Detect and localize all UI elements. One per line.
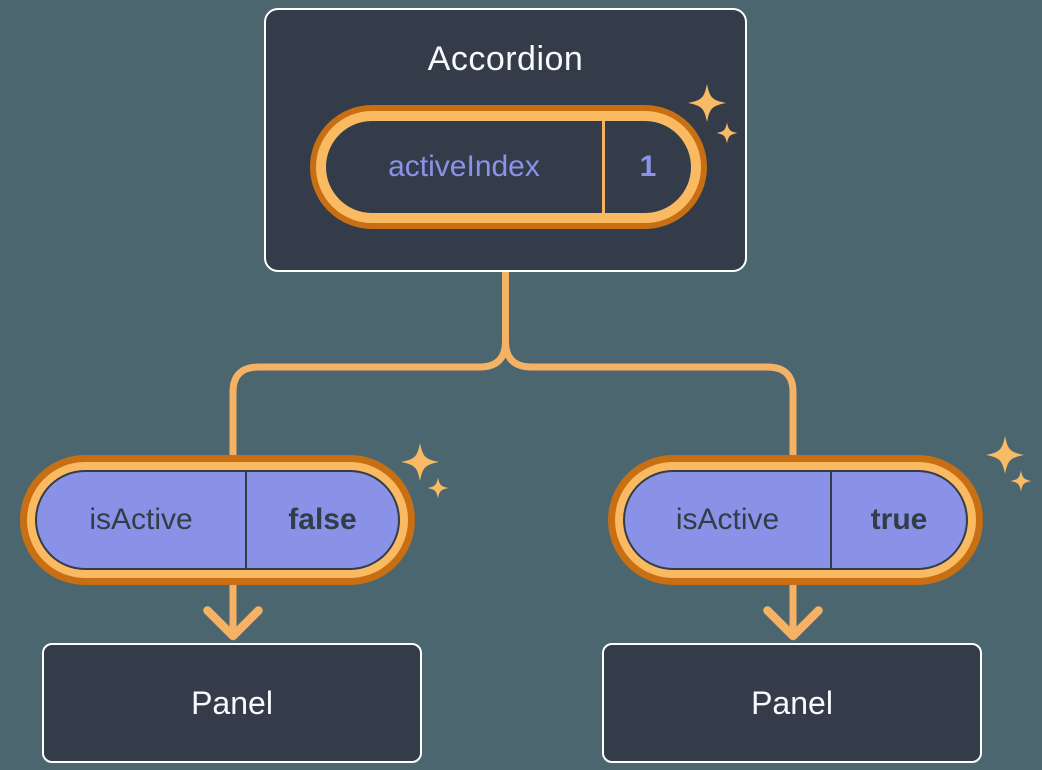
prop-pill-right: isActive true	[608, 455, 983, 585]
panel-left-label: Panel	[191, 684, 273, 721]
prop-pill-left: isActive false	[20, 455, 415, 585]
sparkle-icon	[986, 436, 1032, 492]
state-pill: activeIndex 1	[310, 105, 707, 229]
state-pill-value: 1	[639, 150, 657, 183]
pill-divider	[830, 472, 832, 568]
panel-box-left: Panel	[42, 643, 422, 763]
prop-pill-left-label: isActive	[89, 503, 193, 536]
component-title: Accordion	[427, 40, 584, 78]
pill-divider	[245, 472, 247, 568]
state-pill-label: activeIndex	[388, 150, 540, 183]
panel-right-label: Panel	[751, 684, 833, 721]
arrow-down-icon	[763, 606, 823, 641]
panel-box-right: Panel	[602, 643, 982, 763]
prop-pill-right-label: isActive	[675, 503, 780, 536]
prop-pill-left-value: false	[288, 503, 357, 536]
pill-divider	[602, 121, 605, 213]
prop-pill-right-value: true	[870, 503, 928, 536]
arrow-down-icon	[203, 606, 263, 641]
accordion-component-box: Accordion activeIndex 1	[264, 8, 747, 272]
